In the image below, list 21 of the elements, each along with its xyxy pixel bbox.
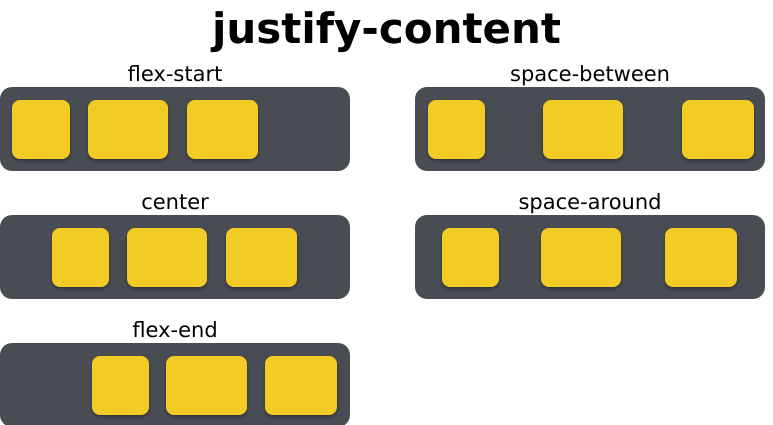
flex-item <box>265 356 337 415</box>
flex-item <box>665 228 737 287</box>
flex-item <box>12 100 70 159</box>
flex-item <box>88 100 168 159</box>
flex-item <box>166 356 247 415</box>
flex-item <box>541 228 621 287</box>
flex-item <box>442 228 499 287</box>
flex-item <box>226 228 297 287</box>
flex-item <box>187 100 258 159</box>
container-label: flex-end <box>132 317 218 344</box>
diagram-title: justify-content <box>212 3 562 55</box>
flex-item <box>52 228 109 287</box>
flex-item <box>543 100 623 159</box>
flex-item <box>127 228 207 287</box>
flex-item <box>92 356 149 415</box>
container-label: flex-start <box>128 61 222 88</box>
container-label: space-around <box>518 189 662 216</box>
flex-item <box>682 100 754 159</box>
container-label: space-between <box>510 61 670 88</box>
container-label: center <box>141 189 209 216</box>
flex-item <box>428 100 485 159</box>
